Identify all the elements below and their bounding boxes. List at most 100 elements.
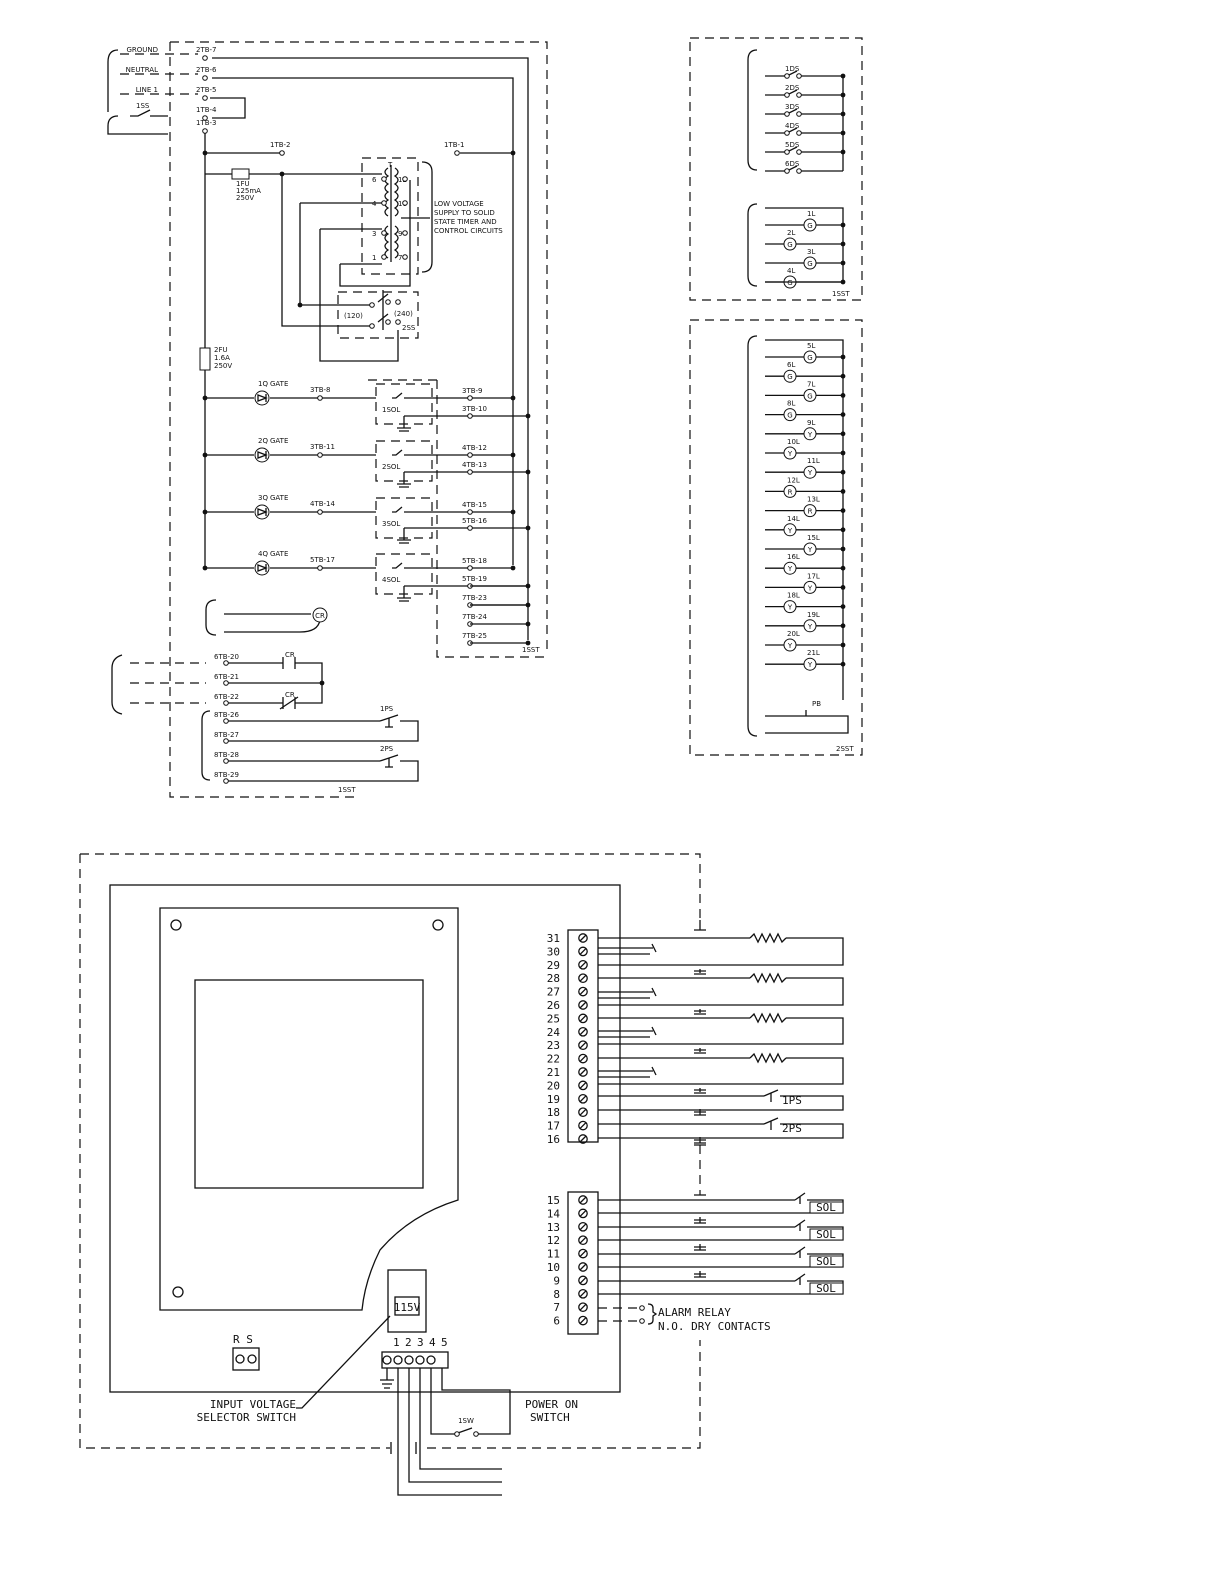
indicator-light — [803, 542, 817, 556]
terminal-node — [202, 75, 208, 81]
sol-label: SOL — [816, 1201, 836, 1214]
shield-mark — [694, 1271, 706, 1278]
gate-terminal-label: 3TB-11 — [310, 443, 335, 451]
gate-label: 2Q — [258, 437, 268, 445]
tap-label: 7 — [398, 254, 402, 262]
indicator-light — [803, 350, 817, 364]
right-terminal-label: 5TB-18 — [462, 557, 487, 565]
terminal-row: 24 — [547, 1026, 588, 1039]
heater-resistor — [749, 972, 787, 984]
sol-label: SOL — [816, 1228, 836, 1241]
screw-slot — [579, 988, 587, 996]
terminal-number: 19 — [547, 1093, 560, 1106]
terminal-blocks: 3130292827262524232221201918171615141312… — [547, 920, 844, 1333]
terminal-screw — [578, 1221, 588, 1232]
terminal-number: 21 — [547, 1066, 560, 1079]
low-voltage-note: LOW VOLTAGE — [434, 200, 484, 208]
gate-terminal-label: 4TB-14 — [310, 500, 336, 508]
terminal-row: 29 — [547, 959, 588, 972]
terminal-node — [317, 565, 323, 571]
terminal-node — [467, 509, 473, 515]
right-terminal-label: 4TB-15 — [462, 501, 487, 509]
terminal-row: 6 — [553, 1315, 588, 1328]
contact-cr-label: CR — [285, 691, 295, 699]
terminal-screw — [578, 1080, 588, 1091]
power-terminal-screw — [415, 1355, 425, 1365]
pressure-switch-label: 1PS — [380, 705, 394, 713]
terminal-row: 8 — [553, 1288, 588, 1301]
light-color: Y — [807, 584, 813, 592]
terminal-row: 27 — [547, 986, 588, 999]
terminal-label: 1TB-3 — [196, 119, 217, 127]
contact-cr-label: CR — [285, 651, 295, 659]
indicator-light — [783, 237, 797, 251]
terminal-node — [796, 149, 802, 155]
shield-mark — [694, 920, 706, 931]
thyristor-symbol — [257, 451, 268, 459]
terminal-node — [381, 230, 387, 236]
light-color: Y — [787, 604, 793, 612]
sol-tag — [809, 1255, 844, 1268]
external-label: LINE 1 — [136, 86, 158, 94]
right-terminal-label: 3TB-10 — [462, 405, 487, 413]
terminal-number: 29 — [547, 959, 560, 972]
gate-suffix: GATE — [270, 494, 288, 502]
terminal-node — [223, 738, 229, 744]
junction-dot — [525, 640, 531, 646]
power-switch-tag: 1SW — [458, 1417, 474, 1425]
terminal-label: 2TB-7 — [196, 46, 217, 54]
shield-mark — [694, 1137, 706, 1144]
indicator-light — [783, 408, 797, 422]
screw-slot — [579, 1209, 587, 1217]
indicator-light — [803, 619, 817, 633]
light-label: 12L — [787, 476, 800, 484]
screw-slot — [579, 1236, 587, 1244]
light-color: G — [807, 354, 812, 362]
terminal-number: 6 — [553, 1315, 560, 1328]
terminal-screw — [578, 1013, 588, 1024]
external-label: NEUTRAL — [126, 66, 158, 74]
right-terminal-label: 7TB-24 — [462, 613, 488, 621]
terminal-screw — [578, 1000, 588, 1010]
thyristor-symbol — [257, 564, 268, 572]
heater-resistor — [749, 932, 787, 944]
power-terminal-number: 1 — [393, 1336, 400, 1349]
low-voltage-note: SUPPLY TO SOLID — [434, 209, 495, 217]
indicator-light — [803, 427, 817, 441]
terminal-label: 1TB-1 — [444, 141, 465, 149]
terminal-node — [317, 452, 323, 458]
screw-slot — [579, 1223, 587, 1231]
light-color: Y — [787, 527, 793, 535]
input-selector-label: SELECTOR SWITCH — [197, 1411, 296, 1424]
terminal-number: 13 — [547, 1221, 560, 1234]
terminal-node — [223, 778, 229, 784]
terminal-screw — [578, 1120, 588, 1131]
screw-slot — [579, 974, 587, 982]
fuse-2-label: 1.6A — [214, 354, 230, 362]
terminal-number: 18 — [547, 1106, 560, 1119]
relay-contacts — [279, 657, 299, 710]
terminal-number: 31 — [547, 932, 560, 945]
terminal-node — [223, 718, 229, 724]
light-color: G — [807, 392, 812, 400]
door-switch — [765, 127, 843, 134]
board-label-outer: 1SST — [338, 786, 356, 794]
junction-dot — [510, 150, 516, 156]
terminal-node — [223, 680, 229, 686]
door-switch-label: 4DS — [785, 122, 800, 130]
screw-slot — [579, 1041, 587, 1049]
solenoid-label: 4SOL — [382, 576, 400, 584]
terminal-row: 15 — [547, 1194, 588, 1207]
door-switch — [765, 70, 843, 77]
terminal-node — [784, 92, 790, 98]
aux-terminal-label: 8TB-26 — [214, 711, 240, 719]
heater-loop — [598, 1057, 844, 1085]
terminal-node — [402, 176, 408, 182]
bus — [765, 339, 849, 734]
sol-loop — [598, 1199, 844, 1214]
terminal-screw — [578, 1248, 588, 1259]
terminal-screw — [578, 1288, 588, 1299]
selector-120: (120) — [344, 312, 363, 320]
